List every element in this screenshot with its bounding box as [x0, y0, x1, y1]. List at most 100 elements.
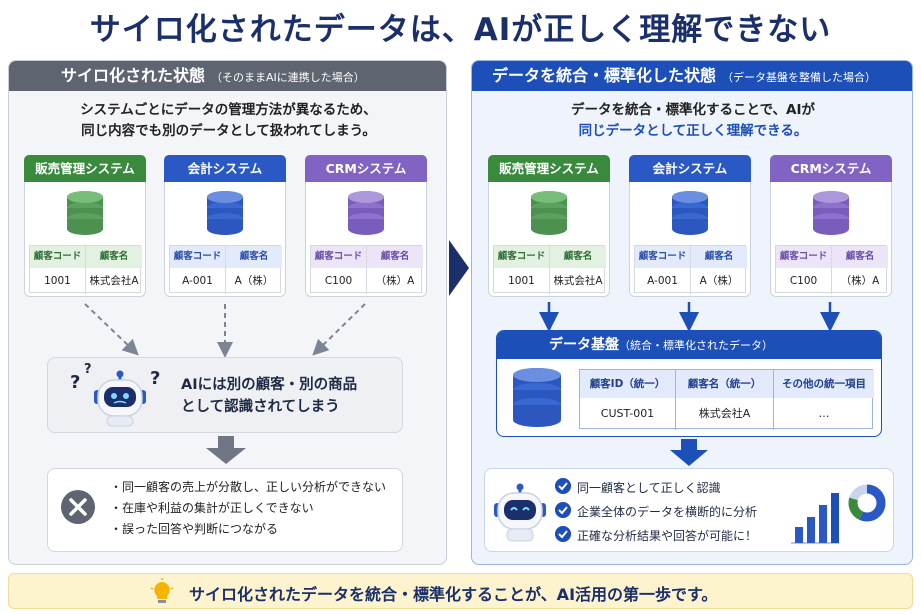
sales-system-card: 販売管理システム 顧客コード 顧客名 1001 株式会社A [488, 155, 610, 297]
arrow-down-icon [206, 436, 246, 464]
customer-table: 顧客コード 顧客名 C100 （株）A [310, 245, 423, 294]
integrated-panel-header: データを統合・標準化した状態 （データ基盤を整備した場合） [472, 61, 912, 91]
col-header: 顧客名 [832, 246, 888, 268]
col-header: 顧客名（統一） [676, 370, 774, 398]
silo-description: システムごとにデータの管理方法が異なるため、 同じ内容でも別のデータとして扱われ… [9, 100, 446, 142]
cell: 1001 [30, 268, 86, 294]
ai-confusion-text: AIには別の顧客・別の商品 として認識されてしまう [181, 374, 357, 418]
database-icon [348, 191, 384, 235]
benefit-item: 正確な分析結果や回答が可能に！ [555, 526, 758, 544]
platform-title: データ基盤 [549, 337, 619, 353]
question-icon: ? [70, 372, 81, 393]
cell: C100 [776, 268, 832, 294]
cross-icon [61, 490, 95, 524]
question-icon: ? [150, 368, 161, 389]
benefit-item: 企業全体のデータを横断的に分析 [555, 502, 758, 520]
customer-table: 顧客コード 顧客名 1001 株式会社A [29, 245, 142, 294]
crm-system-card: CRMシステム 顧客コード 顧客名 C100 （株）A [770, 155, 892, 297]
col-header: 顧客名 [226, 246, 282, 268]
problem-item: 誤った回答や判断につながる [110, 519, 386, 540]
data-platform-box: データ基盤（統合・標準化されたデータ） 顧客ID（統一） 顧客名（統一） その他… [496, 330, 882, 437]
integrated-desc-line1: データを統合・標準化することで、AIが [570, 102, 816, 118]
database-icon [67, 191, 103, 235]
database-icon [513, 368, 561, 427]
bar-chart-icon [791, 493, 839, 544]
benefit-text: 正確な分析結果や回答が可能に！ [577, 529, 758, 543]
cell: … [818, 407, 830, 420]
system-label: 会計システム [629, 155, 751, 182]
integrated-description: データを統合・標準化することで、AIが 同じデータとして正しく理解できる。 [472, 100, 912, 142]
problem-list: 同一顧客の売上が分散し、正しい分析ができない 在庫や利益の集計が正しくできない … [110, 477, 386, 540]
sales-system-card: 販売管理システム 顧客コード 顧客名 1001 株式会社A [24, 155, 146, 297]
data-platform-header: データ基盤（統合・標準化されたデータ） [497, 331, 881, 359]
col-header: 顧客コード [776, 246, 832, 268]
benefit-item: 同一顧客として正しく認識 [555, 478, 721, 496]
col-header: 顧客コード [635, 246, 691, 268]
integrated-header-title: データを統合・標準化した状態 [492, 66, 717, 85]
col-header: 顧客コード [30, 246, 86, 268]
col-header: 顧客名 [691, 246, 747, 268]
ai-text-line1: AIには別の顧客・別の商品 [181, 377, 358, 393]
robot-icon [94, 370, 146, 427]
cell: A（株） [699, 275, 739, 287]
donut-chart-icon [848, 484, 886, 522]
silo-panel-header: サイロ化された状態（そのままAIに連携した場合） [9, 61, 446, 91]
problem-item: 在庫や利益の集計が正しくできない [110, 498, 386, 519]
ai-text-line2: として認識されてしまう [181, 399, 340, 415]
platform-subtitle: （統合・標準化されたデータ） [619, 339, 773, 352]
benefit-box: 同一顧客として正しく認識 企業全体のデータを横断的に分析 正確な分析結果や回答が… [484, 468, 894, 552]
col-header: 顧客コード [494, 246, 550, 268]
silo-header-title: サイロ化された状態 [61, 66, 206, 85]
database-icon [531, 191, 567, 235]
system-label: CRMシステム [305, 155, 427, 182]
system-label: 会計システム [164, 155, 286, 182]
check-icon [555, 478, 571, 494]
col-header: 顧客ID（統一） [580, 370, 676, 398]
question-icon: ? [84, 362, 92, 377]
system-label: 販売管理システム [488, 155, 610, 182]
customer-table: 顧客コード 顧客名 A-001 A（株） [634, 245, 747, 294]
footer-banner: サイロ化されたデータを統合・標準化することが、AI活用の第一歩です。 [8, 573, 913, 609]
cell: A-001 [635, 268, 691, 294]
accounting-system-card: 会計システム 顧客コード 顧客名 A-001 A（株） [629, 155, 751, 297]
integration-arrows [539, 302, 840, 330]
problem-item: 同一顧客の売上が分散し、正しい分析ができない [110, 477, 386, 498]
silo-desc-line1: システムごとにデータの管理方法が異なるため、 [80, 102, 377, 118]
page-title: サイロ化されたデータは、AIが正しく理解できない [89, 12, 832, 48]
cell: （株）A [840, 275, 880, 287]
cell: 株式会社A [89, 275, 139, 287]
benefit-text: 企業全体のデータを横断的に分析 [577, 505, 758, 519]
cell: 1001 [494, 268, 550, 294]
arrow-down-icon [670, 439, 708, 466]
col-header: 顧客コード [170, 246, 226, 268]
cell: 株式会社A [553, 275, 603, 287]
system-label: 販売管理システム [24, 155, 146, 182]
col-header: 顧客名 [86, 246, 142, 268]
silo-desc-line2: 同じ内容でも別のデータとして扱われてしまう。 [81, 123, 376, 139]
col-header: 顧客コード [311, 246, 367, 268]
customer-table: 顧客コード 顧客名 A-001 A（株） [169, 245, 282, 294]
col-header: 顧客名 [367, 246, 423, 268]
database-icon [813, 191, 849, 235]
lightbulb-icon [150, 578, 174, 603]
check-icon [555, 502, 571, 518]
cell: A-001 [170, 268, 226, 294]
arrow-right-icon [449, 240, 469, 296]
col-header: 顧客名 [550, 246, 606, 268]
crm-system-card: CRMシステム 顧客コード 顧客名 C100 （株）A [305, 155, 427, 297]
database-icon [207, 191, 243, 235]
system-label: CRMシステム [770, 155, 892, 182]
col-header: その他の統一項目 [774, 370, 874, 398]
check-icon [555, 526, 571, 542]
customer-table: 顧客コード 顧客名 1001 株式会社A [493, 245, 606, 294]
integrated-desc-line2: 同じデータとして正しく理解できる。 [578, 123, 808, 139]
cell: CUST-001 [580, 398, 676, 430]
robot-icon [494, 483, 546, 542]
problem-box: 同一顧客の売上が分散し、正しい分析ができない 在庫や利益の集計が正しくできない … [47, 468, 403, 552]
cell: C100 [311, 268, 367, 294]
accounting-system-card: 会計システム 顧客コード 顧客名 A-001 A（株） [164, 155, 286, 297]
cell: A（株） [234, 275, 274, 287]
cell: （株）A [375, 275, 415, 287]
integrated-header-sub: （データ基盤を整備した場合） [722, 71, 877, 84]
footer-message: サイロ化されたデータを統合・標準化することが、AI活用の第一歩です。 [189, 585, 718, 604]
